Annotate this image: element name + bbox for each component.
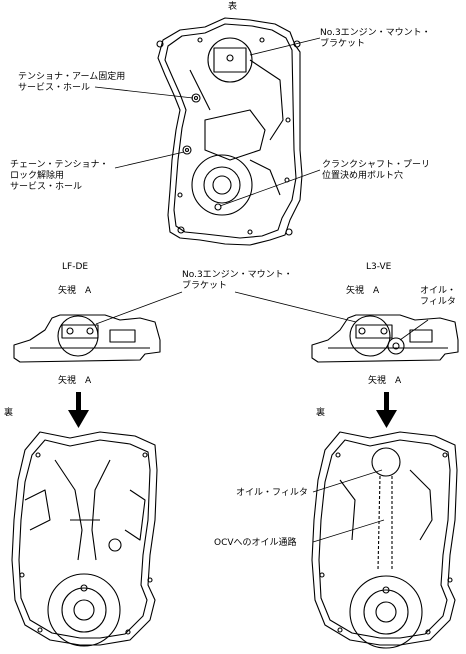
chain-tensioner-service-hole-label: チェーン・テンショナ・ ロック解除用 サービス・ホール — [10, 160, 109, 193]
pulley-bolt-hole-label: クランクシャフト・プーリ 位置決め用ボルト穴 — [322, 160, 430, 182]
middle-mount-bracket-label: No.3エンジン・マウント・ ブラケット — [182, 270, 293, 292]
right-rear-heading: 裏 — [316, 408, 326, 418]
right-side-view — [311, 314, 459, 363]
left-view-a-label: 矢視 A — [58, 286, 92, 296]
middle-leaders — [95, 291, 429, 341]
bottom-left-view-a-label: 矢視 A — [58, 376, 92, 386]
right-engine-label: L3-VE — [366, 262, 392, 272]
left-side-view — [13, 314, 161, 363]
top-mount-bracket-label: No.3エンジン・マウント・ ブラケット — [320, 28, 431, 50]
top-leaders — [94, 37, 321, 207]
chain-tensioner-label-line2: ロック解除用 — [10, 171, 65, 181]
bottom-right-rear-cover — [311, 431, 458, 649]
bottom-left-rear-cover — [11, 431, 158, 647]
left-rear-heading: 裏 — [4, 408, 14, 418]
middle-mount-bracket-label-line1: No.3エンジン・マウント・ — [182, 270, 293, 280]
chain-tensioner-label-line1: チェーン・テンショナ・ — [10, 160, 109, 170]
chain-tensioner-label-line3: サービス・ホール — [10, 182, 83, 192]
right-view-a-label: 矢視 A — [346, 286, 380, 296]
pulley-label-line2: 位置決め用ボルト穴 — [322, 171, 404, 181]
middle-oil-filter-label-line1: オイル・ — [420, 286, 457, 296]
bottom-oil-filter-label: オイル・フィルタ — [236, 488, 308, 498]
top-front-cover — [156, 17, 303, 246]
middle-mount-bracket-label-line2: ブラケット — [182, 281, 228, 291]
top-mount-bracket-label-line2: ブラケット — [320, 39, 366, 49]
arrows — [68, 392, 397, 428]
top-mount-bracket-label-line1: No.3エンジン・マウント・ — [320, 28, 431, 38]
tensioner-arm-label-line2: サービス・ホール — [18, 83, 91, 93]
middle-oil-filter-label-line2: フィルタ — [420, 297, 456, 307]
left-engine-label: LF-DE — [62, 262, 89, 272]
bottom-right-view-a-label: 矢視 A — [368, 376, 402, 386]
front-heading: 表 — [228, 2, 238, 12]
tensioner-arm-service-hole-label: テンショナ・アーム固定用 サービス・ホール — [18, 72, 125, 94]
middle-oil-filter-label: オイル・ フィルタ — [420, 286, 456, 308]
tensioner-arm-label-line1: テンショナ・アーム固定用 — [18, 72, 126, 82]
bottom-leaders — [312, 469, 385, 543]
ocv-oil-passage-label: OCVへのオイル通路 — [214, 538, 297, 548]
pulley-label-line1: クランクシャフト・プーリ — [322, 160, 431, 170]
